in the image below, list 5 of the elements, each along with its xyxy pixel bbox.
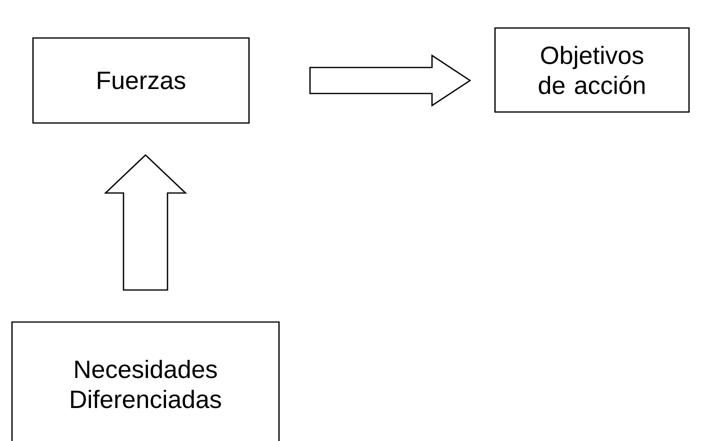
block-arrow <box>104 154 188 291</box>
text-box: Fuerzas <box>32 37 250 124</box>
text-box: Objetivos de acción <box>494 27 690 113</box>
block-arrow <box>309 54 472 107</box>
text-box: Necesidades Diferenciadas <box>11 321 280 441</box>
